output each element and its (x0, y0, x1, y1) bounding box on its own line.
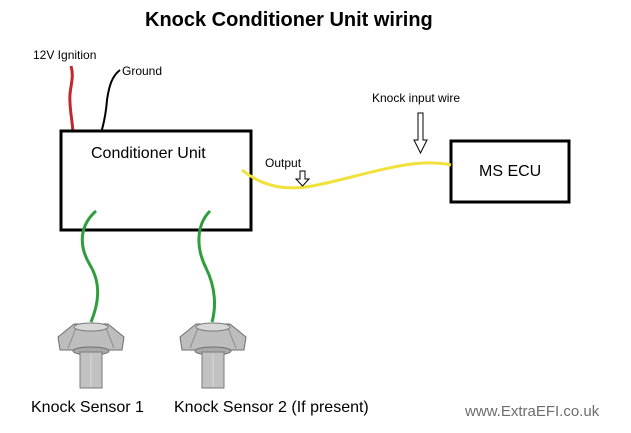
conditioner-unit-label: Conditioner Unit (91, 145, 206, 162)
ms-ecu-label: MS ECU (479, 163, 542, 180)
knock-sensor-2-label: Knock Sensor 2 (If present) (174, 399, 369, 416)
output-label: Output (265, 156, 302, 170)
ground-wire (100, 69, 121, 134)
knock-sensor-1-label: Knock Sensor 1 (31, 399, 144, 416)
knock-input-arrow-icon (413, 112, 428, 155)
sensor2-wire (197, 209, 216, 323)
knock-input-label: Knock input wire (372, 91, 461, 105)
ms-ecu-box (449, 139, 571, 204)
output-arrow-icon (294, 170, 311, 187)
knock-sensor-1-icon (57, 322, 125, 389)
signal-wire (241, 161, 452, 190)
sensor1-wire (80, 209, 100, 323)
ignition-label: 12V Ignition (33, 48, 97, 62)
ground-label: Ground (122, 64, 163, 78)
diagram-title: Knock Conditioner Unit wiring (145, 9, 433, 31)
knock-sensor-2-icon (179, 322, 247, 389)
website-watermark: www.ExtraEFI.co.uk (465, 403, 600, 420)
ignition-wire (68, 65, 75, 133)
